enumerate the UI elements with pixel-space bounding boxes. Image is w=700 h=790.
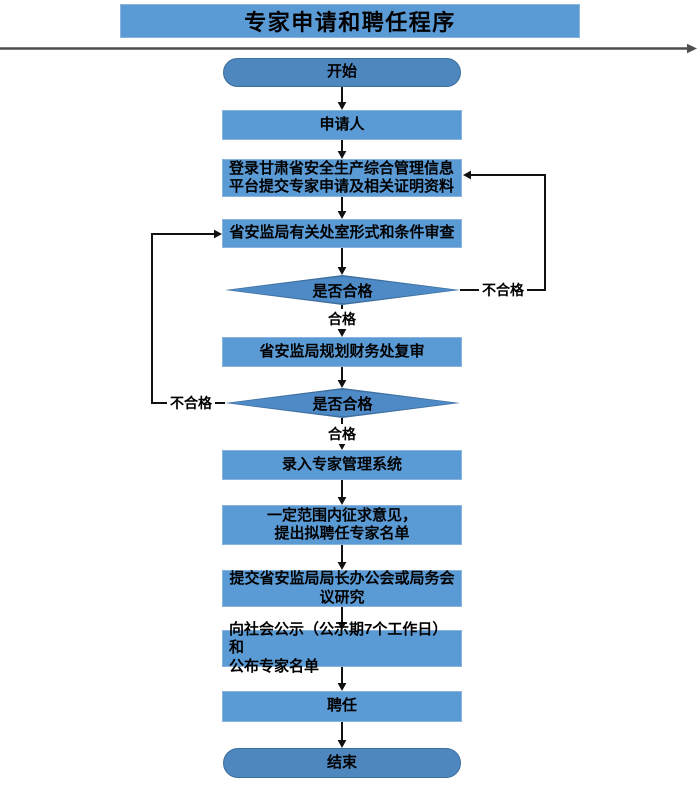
node-applicant-label: 申请人	[319, 115, 365, 133]
node-decision1-label: 是否合格	[312, 282, 373, 300]
node-appoint-label: 聘任	[326, 697, 357, 715]
node-solicit-opinions-label: 一定范围内征求意见， 提出拟聘任专家名单	[266, 506, 417, 542]
edge-label-unqualified-1: 不合格	[479, 280, 527, 300]
node-start-label: 开始	[326, 63, 357, 81]
node-form-review-label: 省安监局有关处室形式和条件审查	[229, 224, 455, 242]
node-publicity-label: 向社会公示（公示期7个工作日）和 公布专家名单	[229, 621, 448, 675]
node-register-system-label: 录入专家管理系统	[281, 455, 402, 473]
node-publicity: 向社会公示（公示期7个工作日）和 公布专家名单	[222, 621, 462, 675]
edge-label-qualified-2: 合格	[325, 424, 359, 444]
node-login-platform: 登录甘肃省安全生产综合管理信息 平台提交专家申请及相关证明资料	[222, 159, 462, 197]
node-decision2: 是否合格	[225, 388, 460, 418]
node-register-system: 录入专家管理系统	[222, 450, 462, 480]
diagram-title-label: 专家申请和聘任程序	[244, 10, 456, 35]
node-decision1: 是否合格	[225, 275, 460, 305]
node-start: 开始	[223, 58, 461, 87]
node-submit-meeting: 提交省安监局局长办公会或局务会 议研究	[222, 570, 462, 607]
node-applicant: 申请人	[222, 110, 462, 140]
node-appoint: 聘任	[222, 691, 462, 722]
diagram-title: 专家申请和聘任程序	[120, 4, 580, 38]
edge-decision1-unqualified	[460, 170, 546, 291]
node-end-label: 结束	[326, 753, 357, 771]
node-decision2-label: 是否合格	[312, 395, 373, 413]
node-finance-review-label: 省安监局规划财务处复审	[259, 342, 425, 360]
node-solicit-opinions: 一定范围内征求意见， 提出拟聘任专家名单	[222, 505, 462, 545]
top-rule-arrow	[0, 43, 697, 54]
node-end: 结束	[223, 748, 461, 778]
edge-label-qualified-1: 合格	[325, 309, 359, 329]
node-submit-meeting-label: 提交省安监局局长办公会或局务会 议研究	[229, 570, 455, 606]
node-finance-review: 省安监局规划财务处复审	[222, 337, 462, 367]
node-login-platform-label: 登录甘肃省安全生产综合管理信息 平台提交专家申请及相关证明资料	[229, 159, 455, 195]
edge-label-unqualified-2: 不合格	[167, 393, 215, 413]
edge-decision2-unqualified	[151, 229, 225, 404]
node-form-review: 省安监局有关处室形式和条件审查	[222, 219, 462, 248]
